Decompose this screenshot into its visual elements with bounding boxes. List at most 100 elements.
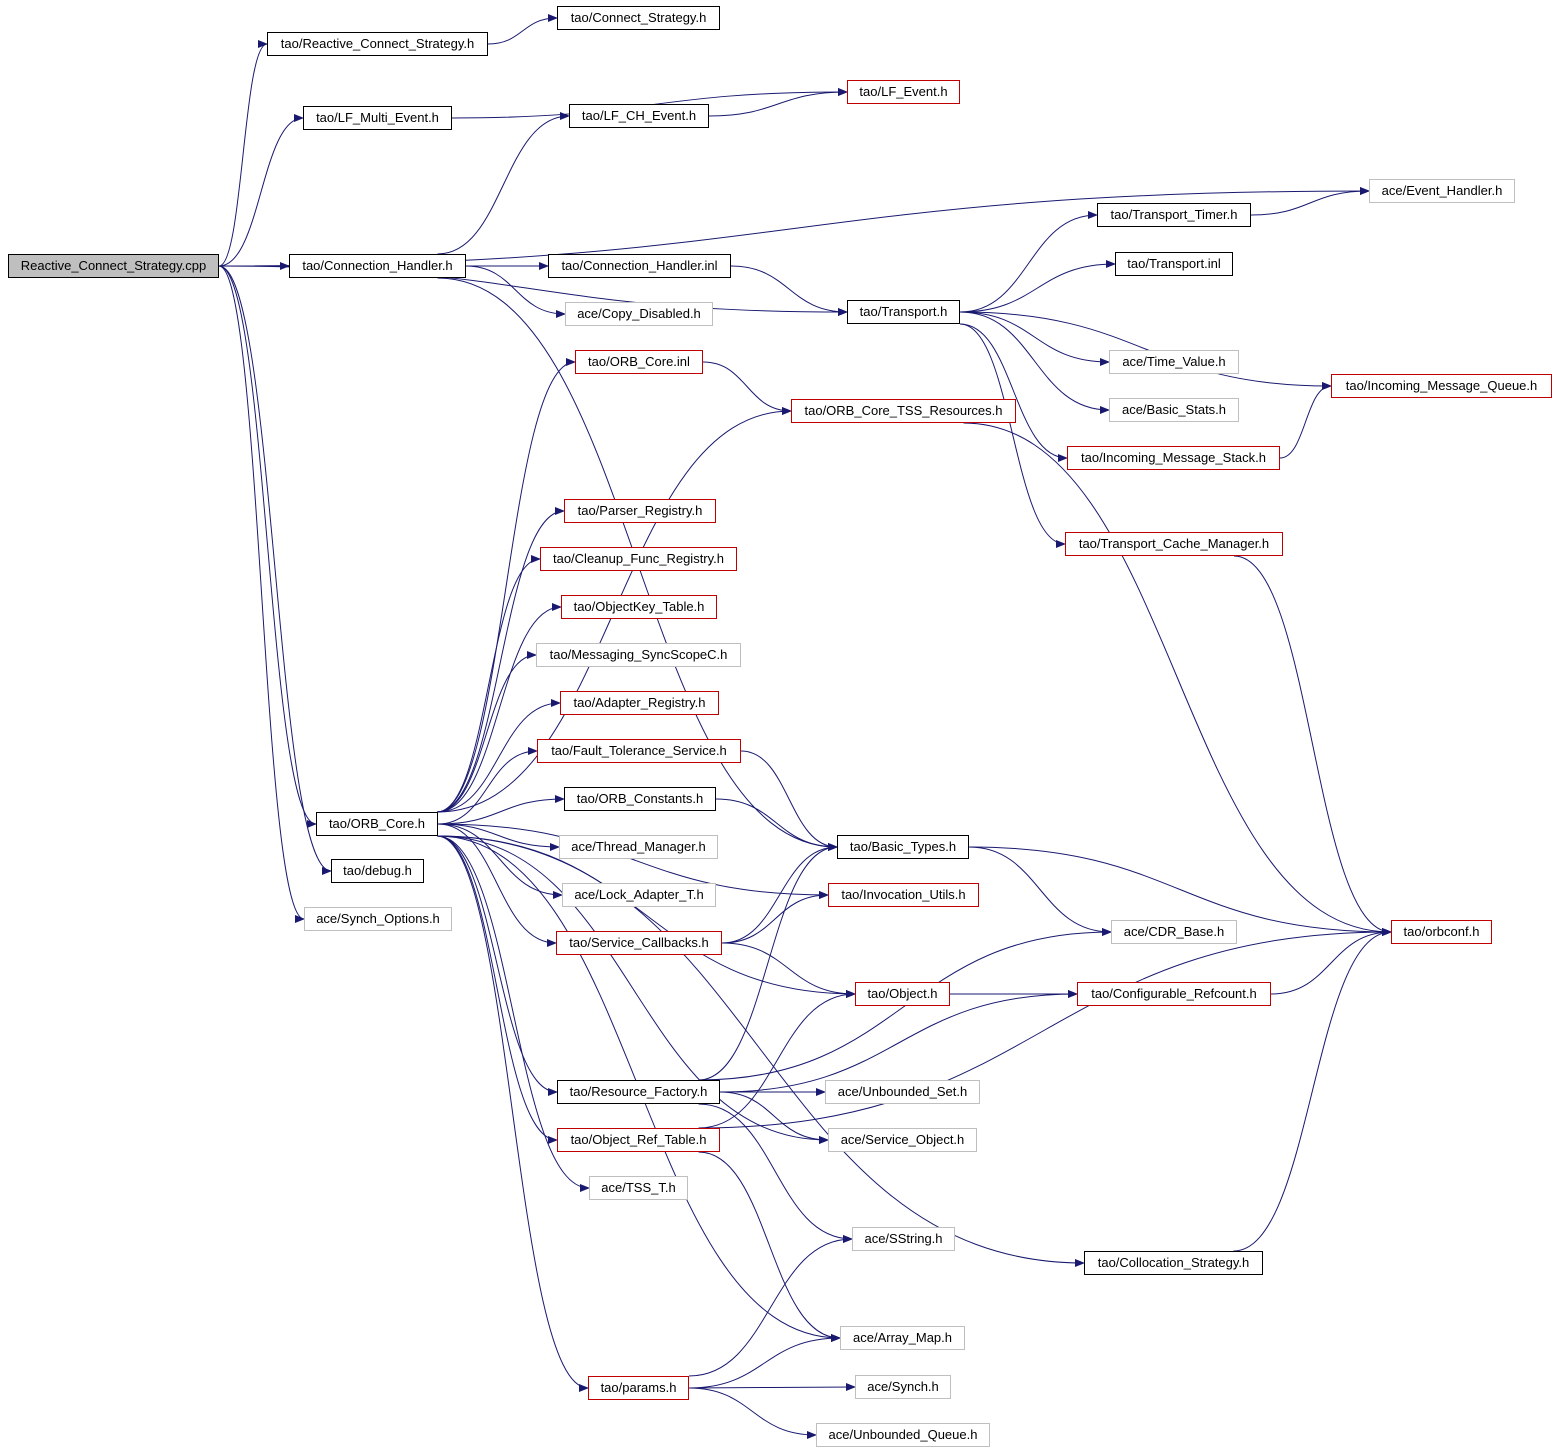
edge-orb-iu (437, 823, 829, 899)
node-cd[interactable]: ace/Copy_Disabled.h (565, 302, 713, 326)
edge-tcm-oc (1233, 555, 1392, 936)
edge-orb-rf (436, 835, 558, 1096)
edge-sc-bt (721, 843, 838, 944)
node-tss[interactable]: tao/ORB_Core_TSS_Resources.h (791, 399, 1016, 423)
node-lfev[interactable]: tao/LF_Event.h (847, 80, 960, 104)
node-syn[interactable]: ace/Synch.h (855, 1375, 951, 1399)
node-lfch[interactable]: tao/LF_CH_Event.h (569, 104, 709, 128)
node-ch[interactable]: tao/Connection_Handler.h (289, 254, 466, 278)
edge-ort-obj (698, 990, 856, 1129)
edge-orb-okt (436, 603, 562, 813)
edge-orb-orbi (436, 358, 576, 813)
node-tsst[interactable]: ace/TSS_T.h (589, 1176, 688, 1200)
edge-tr-tv (959, 311, 1110, 366)
edge-orb-orbc (437, 795, 565, 825)
edge-orb-pr (436, 507, 565, 813)
edge-root-orb (218, 265, 317, 828)
edge-bt-oc (968, 846, 1392, 936)
node-tt[interactable]: tao/Transport_Timer.h (1097, 203, 1251, 227)
node-iu[interactable]: tao/Invocation_Utils.h (828, 883, 979, 907)
edge-tss-oc (963, 422, 1392, 936)
node-tr[interactable]: tao/Transport.h (847, 300, 960, 324)
node-so[interactable]: ace/Synch_Options.h (304, 907, 452, 931)
node-thm[interactable]: ace/Thread_Manager.h (559, 835, 718, 859)
edge-sc-iu (721, 891, 829, 944)
edge-orb-la (437, 823, 563, 899)
edge-par-uq (688, 1387, 817, 1439)
node-orbc[interactable]: tao/ORB_Constants.h (564, 787, 716, 811)
edge-rf-ss (698, 1103, 853, 1243)
node-par[interactable]: tao/params.h (588, 1376, 689, 1400)
edge-tr-bs (959, 311, 1110, 414)
node-mss[interactable]: tao/Messaging_SyncScopeC.h (536, 643, 741, 667)
edge-ort-oc (698, 928, 1392, 1129)
edge-root-dbg (218, 265, 332, 875)
edge-orb-ar (436, 699, 561, 813)
edge-orb-tsst (436, 835, 590, 1192)
node-orbi[interactable]: tao/ORB_Core.inl (575, 350, 703, 374)
node-okt[interactable]: tao/ObjectKey_Table.h (561, 595, 717, 619)
edge-root-rcs (218, 40, 268, 267)
edge-tt-evh (1250, 187, 1370, 216)
edge-root-so (218, 265, 305, 923)
node-cs[interactable]: tao/Connect_Strategy.h (557, 6, 720, 30)
node-la[interactable]: ace/Lock_Adapter_T.h (562, 883, 716, 907)
edge-bt-cdr (968, 846, 1112, 936)
node-ims[interactable]: tao/Incoming_Message_Stack.h (1067, 446, 1280, 470)
node-cdr[interactable]: ace/CDR_Base.h (1111, 920, 1237, 944)
node-dbg[interactable]: tao/debug.h (331, 859, 424, 883)
node-orb[interactable]: tao/ORB_Core.h (316, 812, 438, 836)
node-svo[interactable]: ace/Service_Object.h (828, 1128, 977, 1152)
edge-orb-cfr (436, 555, 541, 813)
edge-rf-cdr (698, 928, 1112, 1081)
node-rf[interactable]: tao/Resource_Factory.h (557, 1080, 720, 1104)
node-ss[interactable]: ace/SString.h (852, 1227, 955, 1251)
node-col[interactable]: tao/Collocation_Strategy.h (1084, 1251, 1263, 1275)
node-root[interactable]: Reactive_Connect_Strategy.cpp (8, 254, 219, 278)
node-oc[interactable]: tao/orbconf.h (1391, 920, 1492, 944)
edge-rf-bt (698, 843, 838, 1081)
node-ort[interactable]: tao/Object_Ref_Table.h (557, 1128, 720, 1152)
edge-orb-sc (437, 823, 557, 947)
node-obj[interactable]: tao/Object.h (855, 982, 950, 1006)
edge-tr-ti (959, 260, 1116, 313)
edge-rf-svo (719, 1091, 829, 1144)
node-bs[interactable]: ace/Basic_Stats.h (1109, 398, 1239, 422)
edge-ims-imq (1279, 382, 1332, 459)
node-pr[interactable]: tao/Parser_Registry.h (564, 499, 716, 523)
edge-chi-tr (730, 265, 848, 316)
edge-orb-mss (436, 651, 537, 813)
edge-sc-obj (721, 942, 856, 998)
node-sc[interactable]: tao/Service_Callbacks.h (556, 931, 722, 955)
edge-orb-ort (436, 835, 558, 1144)
node-fts[interactable]: tao/Fault_Tolerance_Service.h (537, 739, 741, 763)
node-chi[interactable]: tao/Connection_Handler.inl (548, 254, 731, 278)
node-bt[interactable]: tao/Basic_Types.h (837, 835, 969, 859)
node-evh[interactable]: ace/Event_Handler.h (1369, 179, 1515, 203)
edge-tr-tt (959, 211, 1098, 313)
edge-ch-cd (465, 265, 566, 318)
node-rcs[interactable]: tao/Reactive_Connect_Strategy.h (267, 32, 488, 56)
edge-par-syn (688, 1383, 856, 1392)
edge-root-lfme (218, 114, 304, 267)
node-tv[interactable]: ace/Time_Value.h (1109, 350, 1239, 374)
node-am[interactable]: ace/Array_Map.h (840, 1326, 965, 1350)
node-imq[interactable]: tao/Incoming_Message_Queue.h (1331, 374, 1552, 398)
node-uq[interactable]: ace/Unbounded_Queue.h (816, 1423, 990, 1447)
node-tcm[interactable]: tao/Transport_Cache_Manager.h (1065, 532, 1283, 556)
node-us[interactable]: ace/Unbounded_Set.h (825, 1080, 980, 1104)
node-crc[interactable]: tao/Configurable_Refcount.h (1077, 982, 1271, 1006)
edge-orb-thm (437, 823, 560, 851)
node-ar[interactable]: tao/Adapter_Registry.h (560, 691, 719, 715)
node-lfme[interactable]: tao/LF_Multi_Event.h (303, 106, 452, 130)
edge-orb-fts (437, 747, 538, 825)
edge-orbc-bt (715, 798, 838, 851)
node-ti[interactable]: tao/Transport.inl (1115, 252, 1233, 276)
node-cfr[interactable]: tao/Cleanup_Func_Registry.h (540, 547, 737, 571)
edge-par-ss (688, 1235, 853, 1377)
edge-rcs-cs (487, 14, 558, 45)
edge-par-am (688, 1334, 841, 1389)
edge-lfch-lfev (708, 88, 848, 117)
